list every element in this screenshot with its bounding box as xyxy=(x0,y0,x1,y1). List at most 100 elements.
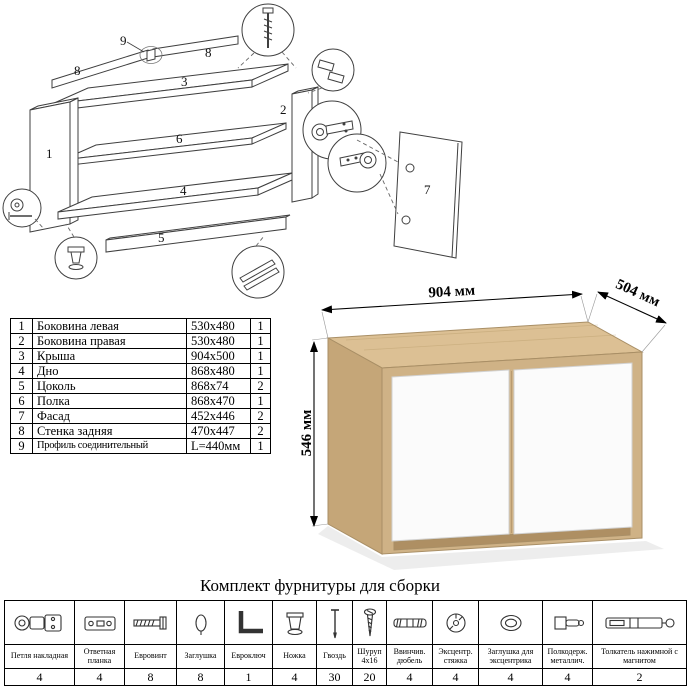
table-row: 5 Цоколь 868x74 2 xyxy=(10,378,271,394)
shelf-pin-icon xyxy=(553,615,584,630)
hex-key-icon xyxy=(238,610,263,633)
part-name: Стенка задняя xyxy=(32,423,187,439)
callout-screw xyxy=(241,3,295,57)
hardware-icon-cell xyxy=(352,600,387,645)
door-panel xyxy=(393,131,463,259)
dowel-icon xyxy=(392,617,427,628)
left-door xyxy=(391,369,510,542)
hardware-qty: 8 xyxy=(176,668,225,686)
parts-table: 1 Боковина левая 530x480 1 2 Боковина пр… xyxy=(10,318,271,454)
hardware-icon-cell xyxy=(386,600,433,645)
hinge-icon xyxy=(13,613,62,632)
part-label-2: 2 xyxy=(280,102,287,117)
part-qty: 1 xyxy=(250,348,271,364)
part-size: 452x446 xyxy=(186,408,251,424)
hardware-icon-cell xyxy=(592,600,687,645)
part-label-9: 9 xyxy=(120,33,127,48)
part-label-8a: 8 xyxy=(74,63,81,78)
hardware-name: Шуруп 4х16 xyxy=(352,644,387,669)
hardware-name: Ввинчив. дюбель xyxy=(386,644,433,669)
hardware-qty: 4 xyxy=(4,668,75,686)
strike-plate-icon xyxy=(83,615,116,631)
table-row: 7 Фасад 452x446 2 xyxy=(10,408,271,424)
part-num: 9 xyxy=(10,438,33,454)
hardware-qty-row: 4 4 8 8 1 4 30 20 4 4 4 4 2 xyxy=(4,668,687,686)
callout-cam-lock xyxy=(2,188,42,228)
hardware-icon-cell xyxy=(272,600,317,645)
leg-icon xyxy=(285,611,304,635)
hardware-icon-cell xyxy=(4,600,75,645)
hardware-name: Заглушка xyxy=(176,644,225,669)
part-size: 868x74 xyxy=(186,378,251,394)
part-size: 470x447 xyxy=(186,423,251,439)
part-num: 5 xyxy=(10,378,33,394)
part-size: 530x480 xyxy=(186,318,251,334)
hardware-icon-cell xyxy=(224,600,273,645)
hardware-qty: 4 xyxy=(542,668,593,686)
part-label-8b: 8 xyxy=(205,45,212,60)
part-name: Полка xyxy=(32,393,187,409)
shelf-panel xyxy=(61,122,287,167)
part-qty: 1 xyxy=(250,393,271,409)
part-qty: 2 xyxy=(250,378,271,394)
part-label-5: 5 xyxy=(158,230,165,245)
hardware-icon-cell xyxy=(74,600,125,645)
hardware-name: Петля накладная xyxy=(4,644,75,669)
table-row: 1 Боковина левая 530x480 1 xyxy=(10,318,271,334)
table-row: 6 Полка 868x470 1 xyxy=(10,393,271,409)
hardware-qty: 4 xyxy=(432,668,479,686)
part-label-7: 7 xyxy=(424,182,431,197)
euro-screw-icon xyxy=(132,615,167,630)
hardware-table: Петля накладная Ответная планка Евровинт… xyxy=(4,600,687,686)
depth-dimension-label: 504 мм xyxy=(613,276,662,310)
part-qty: 1 xyxy=(250,438,271,454)
hardware-icon-cell xyxy=(316,600,353,645)
part-num: 3 xyxy=(10,348,33,364)
callout-profile xyxy=(231,245,285,299)
right-door xyxy=(513,362,633,535)
hardware-qty: 4 xyxy=(478,668,543,686)
leader-lines xyxy=(34,41,399,247)
part-name: Цоколь xyxy=(32,378,187,394)
hardware-kit-title: Комплект фурнитуры для сборки xyxy=(200,576,440,595)
part-num: 8 xyxy=(10,423,33,439)
hardware-name: Заглушка для эксцентрика xyxy=(478,644,543,669)
part-num: 1 xyxy=(10,318,33,334)
cam-cap-icon xyxy=(499,614,522,631)
screw-icon xyxy=(363,607,376,636)
part-num: 4 xyxy=(10,363,33,379)
back-panels xyxy=(51,35,239,89)
cabinet-shadow xyxy=(318,526,664,570)
hardware-icon-cell xyxy=(478,600,543,645)
hardware-names-row: Петля накладная Ответная планка Евровинт… xyxy=(4,644,687,669)
part-size: 868x470 xyxy=(186,393,251,409)
hardware-qty: 4 xyxy=(386,668,433,686)
bottom-panel xyxy=(57,172,293,220)
hardware-name: Ножка xyxy=(272,644,317,669)
part-name: Профиль соединительный xyxy=(32,438,187,454)
push-latch-icon xyxy=(604,616,675,629)
part-size: L=440мм xyxy=(186,438,251,454)
hardware-icons-row xyxy=(4,600,687,645)
cam-lock-icon xyxy=(445,612,466,633)
table-row: 2 Боковина правая 530x480 1 xyxy=(10,333,271,349)
part-label-3: 3 xyxy=(181,74,188,89)
part-size: 530x480 xyxy=(186,333,251,349)
hardware-name: Толкатель нажимной с магнитом xyxy=(592,644,687,669)
part-qty: 1 xyxy=(250,363,271,379)
part-name: Фасад xyxy=(32,408,187,424)
hardware-qty: 4 xyxy=(74,668,125,686)
part-size: 868x480 xyxy=(186,363,251,379)
table-row: 8 Стенка задняя 470x447 2 xyxy=(10,423,271,439)
connector-profile-piece xyxy=(139,46,163,64)
hardware-qty: 2 xyxy=(592,668,687,686)
hardware-qty: 1 xyxy=(224,668,273,686)
part-name: Боковина правая xyxy=(32,333,187,349)
hardware-qty: 20 xyxy=(352,668,387,686)
part-qty: 1 xyxy=(250,333,271,349)
width-dimension-label: 904 мм xyxy=(428,283,476,302)
plinth-panel xyxy=(105,214,291,253)
part-size: 904x500 xyxy=(186,348,251,364)
cabinet-render: 904 мм 504 мм 546 мм xyxy=(299,276,667,570)
part-qty: 2 xyxy=(250,423,271,439)
